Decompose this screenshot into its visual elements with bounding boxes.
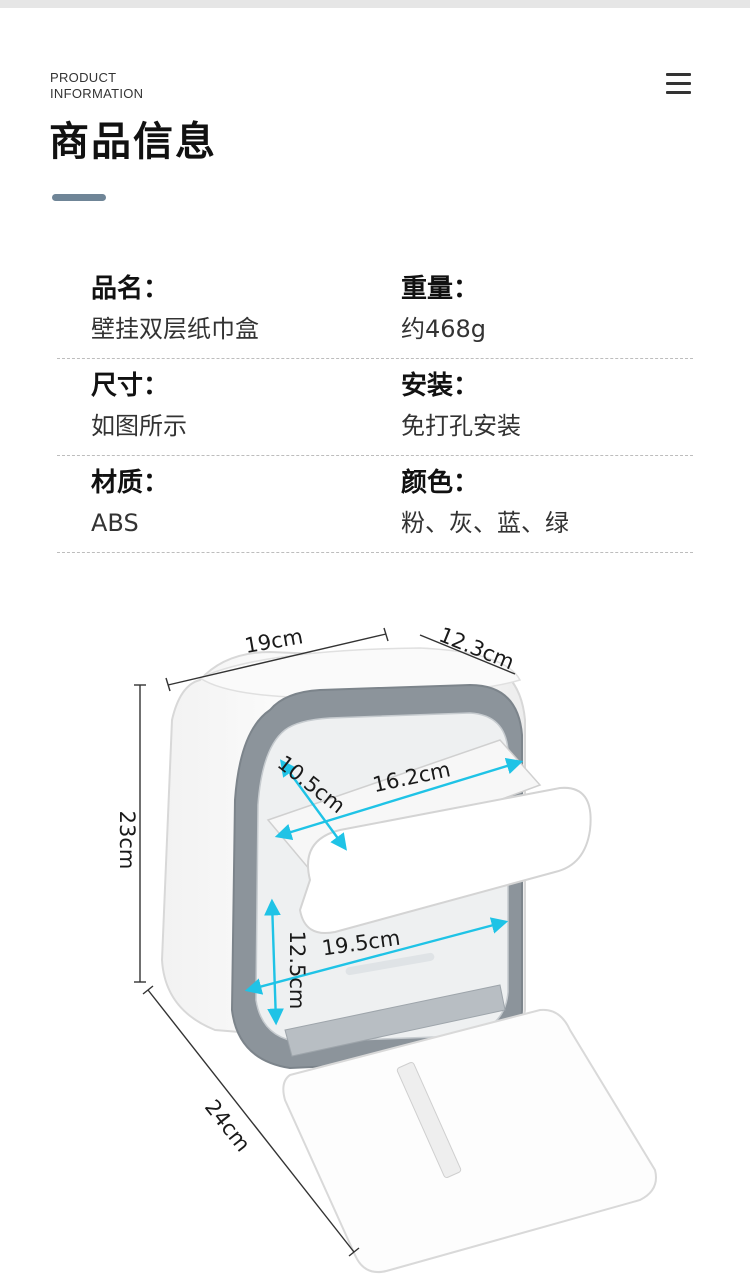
spec-item-weight: 重量： 约468g [401, 272, 701, 346]
spec-value: 如图所示 [91, 412, 187, 440]
dim-height-left: 23cm [115, 811, 139, 870]
menu-icon[interactable] [666, 72, 692, 96]
lower-tray [284, 984, 506, 1057]
spec-row: 品名： 壁挂双层纸巾盒 重量： 约468g [57, 262, 693, 359]
flap-slot [396, 1061, 462, 1179]
spec-value: 免打孔安装 [401, 412, 521, 440]
spec-key: 尺寸： [91, 371, 170, 401]
spec-value: ABS [91, 509, 139, 537]
eyebrow-line-2: INFORMATION [50, 86, 144, 101]
top-strip [0, 0, 750, 8]
spec-value: 粉、灰、蓝、绿 [401, 509, 569, 537]
spec-key: 颜色： [401, 468, 480, 498]
spec-value: 约468g [401, 315, 487, 343]
spec-row: 材质： ABS 颜色： 粉、灰、蓝、绿 [57, 456, 693, 553]
spec-item-size: 尺寸： 如图所示 [91, 369, 391, 443]
spec-item-color: 颜色： 粉、灰、蓝、绿 [401, 466, 701, 540]
spec-item-name: 品名： 壁挂双层纸巾盒 [91, 272, 391, 346]
spec-item-install: 安装： 免打孔安装 [401, 369, 701, 443]
spec-row: 尺寸： 如图所示 安装： 免打孔安装 [57, 359, 693, 456]
spec-key: 重量： [401, 274, 480, 304]
section-eyebrow: PRODUCT INFORMATION [50, 70, 143, 102]
spec-key: 材质： [91, 468, 170, 498]
spec-key: 安装： [401, 371, 480, 401]
outer-dimension-lines [134, 627, 516, 1257]
dim-lower-height: 12.5cm [285, 931, 309, 1010]
page-title: 商品信息 [49, 119, 217, 165]
inner-measure-arrows [244, 757, 524, 1026]
product-dimension-figure: 19cm 12.3cm 23cm 24cm 10.5cm 16.2cm 19.5… [0, 590, 750, 1280]
dim-depth-bottom: 24cm [200, 1095, 255, 1156]
bottom-flap [282, 1008, 657, 1274]
spec-value: 壁挂双层纸巾盒 [91, 315, 259, 343]
spec-key: 品名： [91, 274, 170, 304]
eyebrow-line-1: PRODUCT [50, 70, 117, 85]
spec-item-material: 材质： ABS [91, 466, 391, 540]
product-illustration: 19cm 12.3cm 23cm 24cm 10.5cm 16.2cm 19.5… [115, 623, 657, 1274]
title-accent-bar [52, 194, 106, 201]
spec-table: 品名： 壁挂双层纸巾盒 重量： 约468g 尺寸： 如图所示 安装： 免打孔安装… [57, 262, 693, 553]
